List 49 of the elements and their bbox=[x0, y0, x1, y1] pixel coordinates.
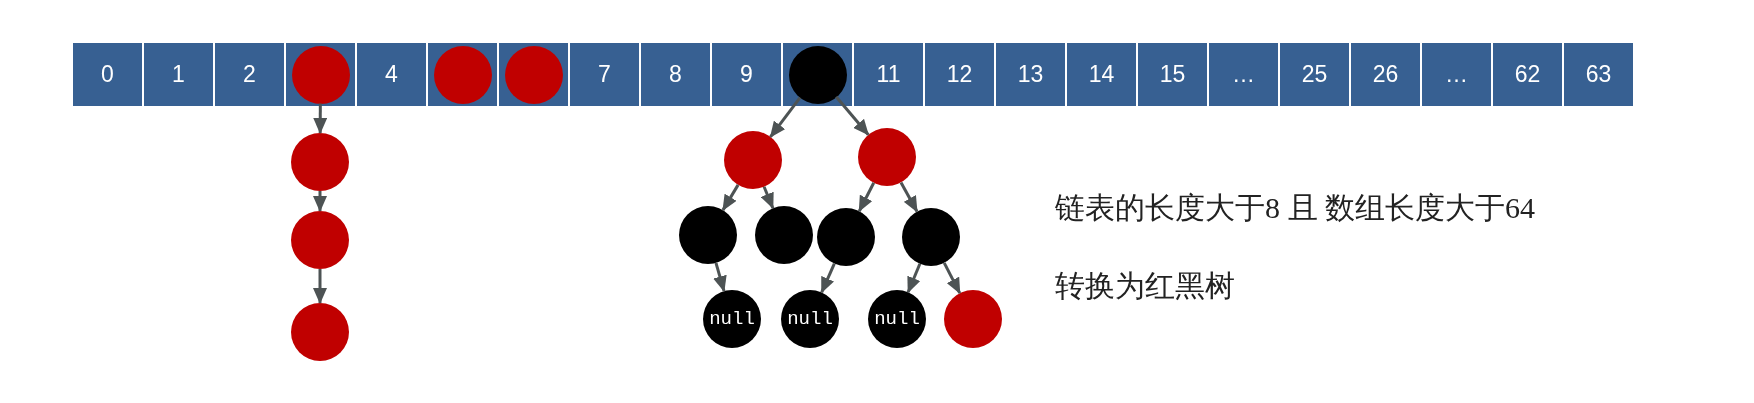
array-cell: 26 bbox=[1351, 43, 1420, 106]
circle-node bbox=[944, 290, 1002, 348]
arrow bbox=[857, 182, 876, 213]
arrow bbox=[942, 262, 962, 295]
arrow bbox=[713, 262, 727, 293]
arrow bbox=[906, 263, 922, 294]
array-cell: … bbox=[1209, 43, 1278, 106]
circle-node bbox=[291, 211, 349, 269]
arrow bbox=[313, 191, 327, 212]
node-label: null bbox=[709, 308, 755, 330]
note-text: 链表的长度大于8 且 数组长度大于64 bbox=[1055, 190, 1535, 226]
array-cell: 7 bbox=[570, 43, 639, 106]
array-cell: 8 bbox=[641, 43, 710, 106]
array-cell: 11 bbox=[854, 43, 923, 106]
circle-node bbox=[291, 133, 349, 191]
array-cell: 9 bbox=[712, 43, 781, 106]
node-label: null bbox=[787, 308, 833, 330]
array-cell: 0 bbox=[73, 43, 142, 106]
node-label: null bbox=[874, 308, 920, 330]
array-cell: 63 bbox=[1564, 43, 1633, 106]
array-cell: 25 bbox=[1280, 43, 1349, 106]
array-cell: 62 bbox=[1493, 43, 1562, 106]
circle-node bbox=[291, 303, 349, 361]
note-text: 转换为红黑树 bbox=[1055, 268, 1235, 304]
circle-node bbox=[858, 128, 916, 186]
arrow bbox=[769, 96, 802, 138]
null-node bbox=[868, 290, 926, 348]
arrow bbox=[760, 186, 775, 210]
arrow bbox=[721, 184, 740, 211]
null-node bbox=[781, 290, 839, 348]
array-cell: 15 bbox=[1138, 43, 1207, 106]
array-cell: 13 bbox=[996, 43, 1065, 106]
circle-node bbox=[817, 208, 875, 266]
circle-node bbox=[724, 131, 782, 189]
arrow bbox=[313, 269, 327, 304]
arrow bbox=[835, 95, 870, 136]
circle-node bbox=[902, 208, 960, 266]
circle-node bbox=[755, 206, 813, 264]
arrow bbox=[313, 103, 328, 134]
circle-node bbox=[679, 206, 737, 264]
array-cell: 4 bbox=[357, 43, 426, 106]
array-cell: 2 bbox=[215, 43, 284, 106]
arrow bbox=[820, 262, 836, 294]
array-cell: 12 bbox=[925, 43, 994, 106]
array-cell: 1 bbox=[144, 43, 213, 106]
array-cell: … bbox=[1422, 43, 1491, 106]
arrow bbox=[899, 181, 919, 213]
null-node bbox=[703, 290, 761, 348]
array-cell: 14 bbox=[1067, 43, 1136, 106]
